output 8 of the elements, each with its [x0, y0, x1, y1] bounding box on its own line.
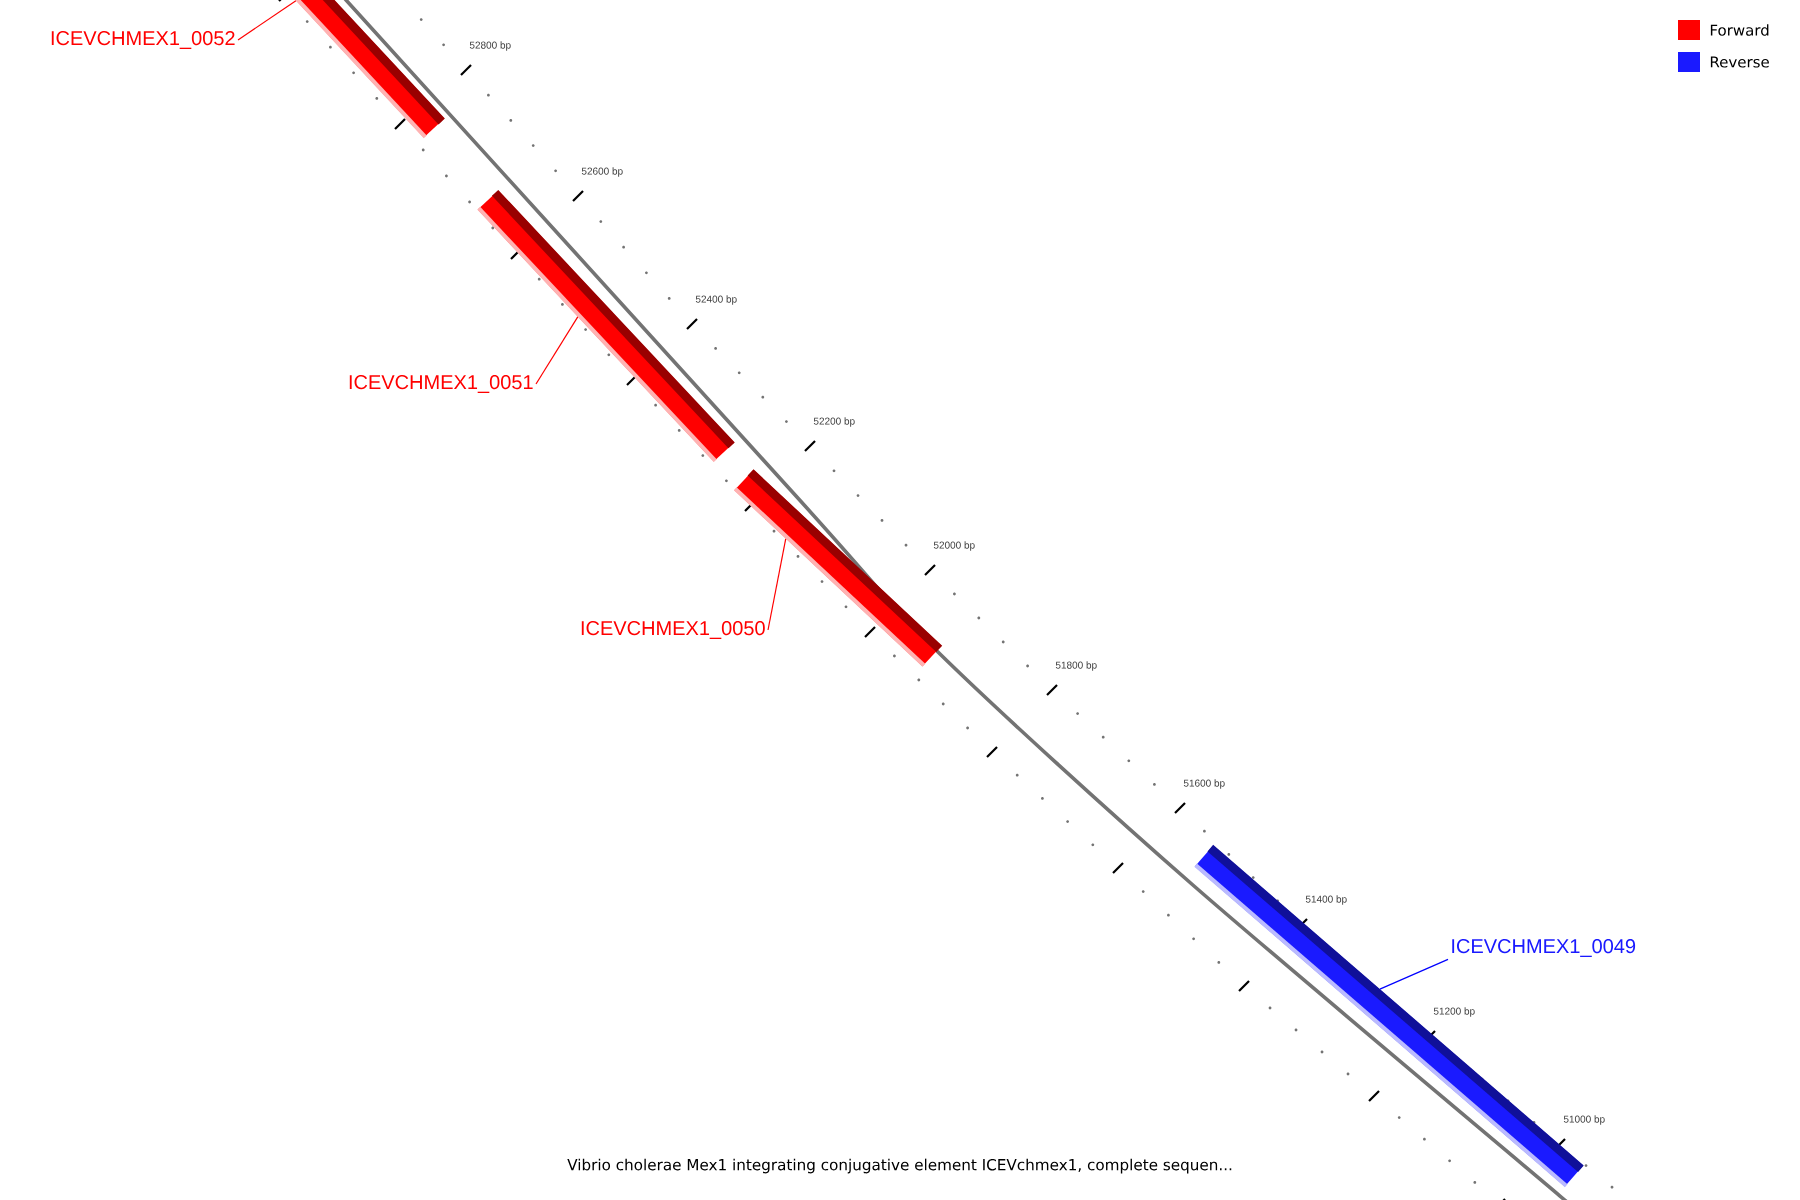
gene-label: ICEVCHMEX1_0051: [349, 375, 533, 393]
leader-line: [535, 316, 579, 385]
gene-label: ICEVCHMEX1_0050: [581, 621, 765, 639]
leader-line: [1379, 958, 1449, 990]
gene-label: ICEVCHMEX1_0049: [1452, 939, 1636, 957]
gene-label: ICEVCHMEX1_0052: [51, 31, 235, 49]
leader-line: [237, 0, 297, 41]
leader-line: [767, 538, 787, 631]
